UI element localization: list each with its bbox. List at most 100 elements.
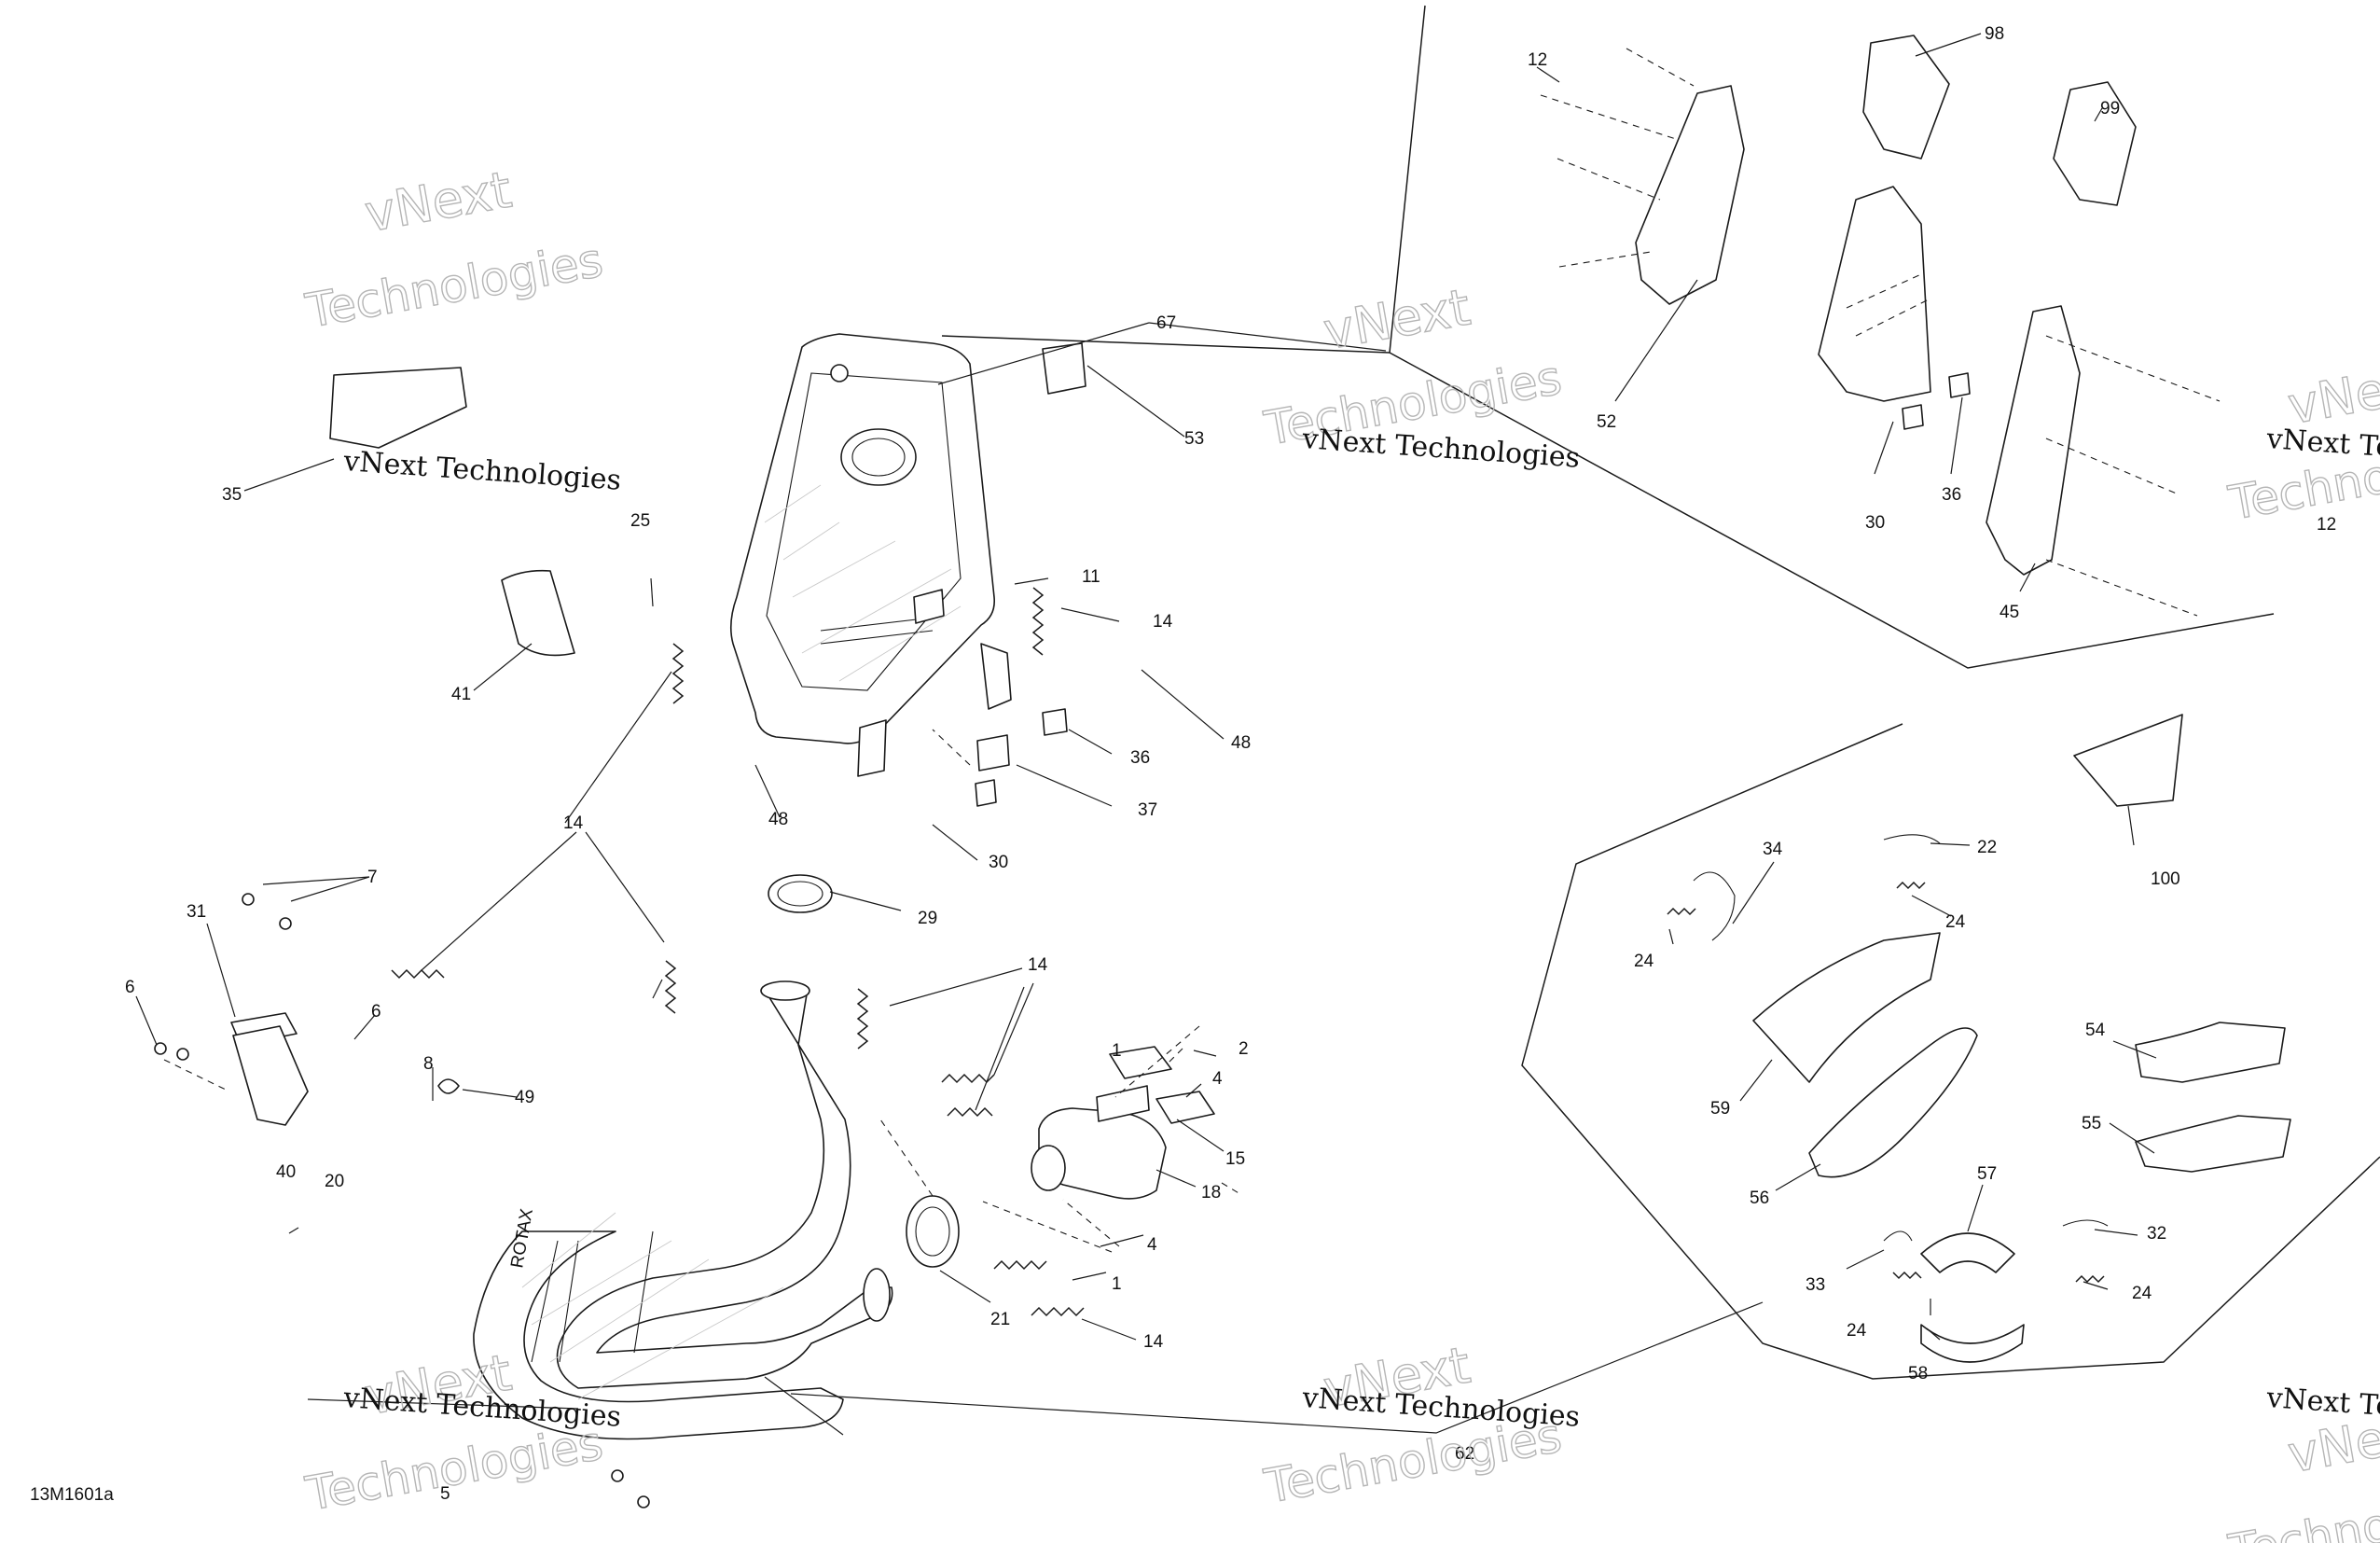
callout-25: 25 — [630, 511, 650, 531]
callout-15: 15 — [1225, 1149, 1245, 1169]
callout-59: 59 — [1710, 1099, 1730, 1119]
callout-98: 98 — [1985, 24, 2004, 44]
gasket-15 — [1155, 1091, 1215, 1124]
callout-24: 24 — [2132, 1284, 2152, 1303]
callout-41: 41 — [451, 685, 471, 704]
exhaust-pipe-62: ROTAX — [473, 980, 893, 1508]
panel-frames — [941, 5, 2380, 1380]
shield-100 — [2073, 714, 2183, 807]
drawing-code: 13M1601a — [30, 1485, 114, 1505]
gasket-upper — [1109, 1046, 1172, 1079]
watermark-top-left-text: vNext Technologies — [341, 445, 622, 497]
callout-14: 14 — [563, 813, 584, 833]
callout-67: 67 — [1156, 313, 1176, 333]
callout-100: 100 — [2151, 869, 2180, 889]
callout-14: 14 — [1153, 612, 1173, 632]
muffler-67 — [729, 333, 1012, 777]
callout-45: 45 — [1999, 603, 2019, 622]
svg-text:Technologies: Technologies — [301, 1416, 606, 1522]
lower-right-panel-parts — [1693, 714, 2291, 1363]
bracket-40 — [232, 1025, 309, 1126]
callout-58: 58 — [1908, 1364, 1928, 1383]
callout-52: 52 — [1597, 412, 1616, 432]
springs — [391, 587, 2105, 1317]
insulation-98 — [1862, 35, 1950, 160]
callout-18: 18 — [1201, 1183, 1221, 1202]
callout-30: 30 — [989, 853, 1008, 872]
clip-49 — [437, 1078, 460, 1094]
callout-33: 33 — [1806, 1275, 1825, 1295]
assembly-dash-lines — [163, 48, 2221, 1253]
sealing-rings — [768, 874, 960, 1268]
callout-36: 36 — [1130, 748, 1150, 768]
shield-57 — [1920, 1232, 2015, 1273]
callout-48: 48 — [768, 810, 788, 829]
callout-8: 8 — [423, 1054, 434, 1074]
bumper-37 — [976, 734, 1010, 772]
callout-6: 6 — [125, 978, 135, 997]
callout-1: 1 — [1112, 1041, 1122, 1061]
heat-shield-52 — [1635, 85, 1745, 305]
callout-34: 34 — [1763, 840, 1783, 859]
callout-24: 24 — [1634, 952, 1654, 971]
callout-labels: 1 2 4 4 1 5 6 6 7 8 11 12 12 14 14 14 14… — [125, 24, 2336, 1504]
callout-36: 36 — [1942, 485, 1961, 505]
watermark-top-center-text: vNext Technologies — [1300, 423, 1581, 475]
svg-text:vNext: vNext — [361, 160, 516, 243]
callout-6: 6 — [371, 1002, 381, 1022]
callout-56: 56 — [1750, 1189, 1769, 1208]
shield-58 — [1920, 1324, 2025, 1363]
callout-24: 24 — [1945, 912, 1966, 932]
small-parts-left — [154, 342, 1086, 1126]
callout-40: 40 — [276, 1162, 296, 1182]
callout-21: 21 — [990, 1310, 1010, 1329]
callout-48: 48 — [1231, 733, 1251, 753]
callout-54: 54 — [2085, 1021, 2106, 1040]
bumper-36 — [1042, 708, 1068, 736]
callout-99: 99 — [2100, 99, 2120, 118]
callout-53: 53 — [1184, 429, 1204, 449]
callout-14: 14 — [1028, 955, 1048, 975]
svg-text:Technologies: Technologies — [2224, 1474, 2380, 1543]
bumper-30 — [975, 779, 997, 807]
callout-20: 20 — [325, 1172, 344, 1191]
heat-shield-35 — [329, 367, 467, 449]
exhaust-manifold-18 — [1031, 1046, 1215, 1200]
callout-32: 32 — [2147, 1224, 2166, 1244]
callout-55: 55 — [2082, 1114, 2101, 1133]
deflector-41 — [501, 569, 575, 657]
svg-text:vNext: vNext — [2284, 353, 2380, 436]
shield-54 — [2135, 1022, 2286, 1083]
callout-1: 1 — [1112, 1274, 1122, 1294]
watermark-top-left: vNext Technologies — [301, 160, 608, 340]
callout-4: 4 — [1212, 1069, 1223, 1089]
callout-12: 12 — [2317, 515, 2336, 535]
callout-29: 29 — [918, 909, 937, 928]
callout-62: 62 — [1455, 1444, 1474, 1464]
callout-14: 14 — [1143, 1332, 1164, 1352]
callout-4: 4 — [1147, 1235, 1157, 1255]
callout-30: 30 — [1865, 513, 1885, 533]
svg-text:vNext: vNext — [1320, 278, 1474, 361]
callout-7: 7 — [367, 868, 378, 887]
callout-24: 24 — [1847, 1321, 1867, 1341]
watermark-top-center: vNext Technologies — [1260, 277, 1567, 457]
muffler-small — [1818, 186, 1931, 402]
svg-text:Technologies: Technologies — [301, 233, 606, 339]
heat-shield-45 — [1986, 305, 2081, 576]
leader-lines — [135, 33, 2157, 1436]
callout-11: 11 — [1082, 567, 1100, 587]
callout-22: 22 — [1977, 838, 1997, 857]
callout-5: 5 — [440, 1484, 450, 1504]
shield-55 — [2135, 1115, 2291, 1173]
callout-12: 12 — [1528, 50, 1547, 70]
heat-shield-59 — [1752, 932, 1941, 1083]
callout-35: 35 — [222, 485, 242, 505]
callout-49: 49 — [515, 1088, 534, 1107]
callout-57: 57 — [1977, 1164, 1997, 1184]
callout-37: 37 — [1138, 800, 1157, 820]
insulation-99 — [2053, 81, 2137, 206]
upper-right-panel-parts — [1635, 35, 2137, 576]
